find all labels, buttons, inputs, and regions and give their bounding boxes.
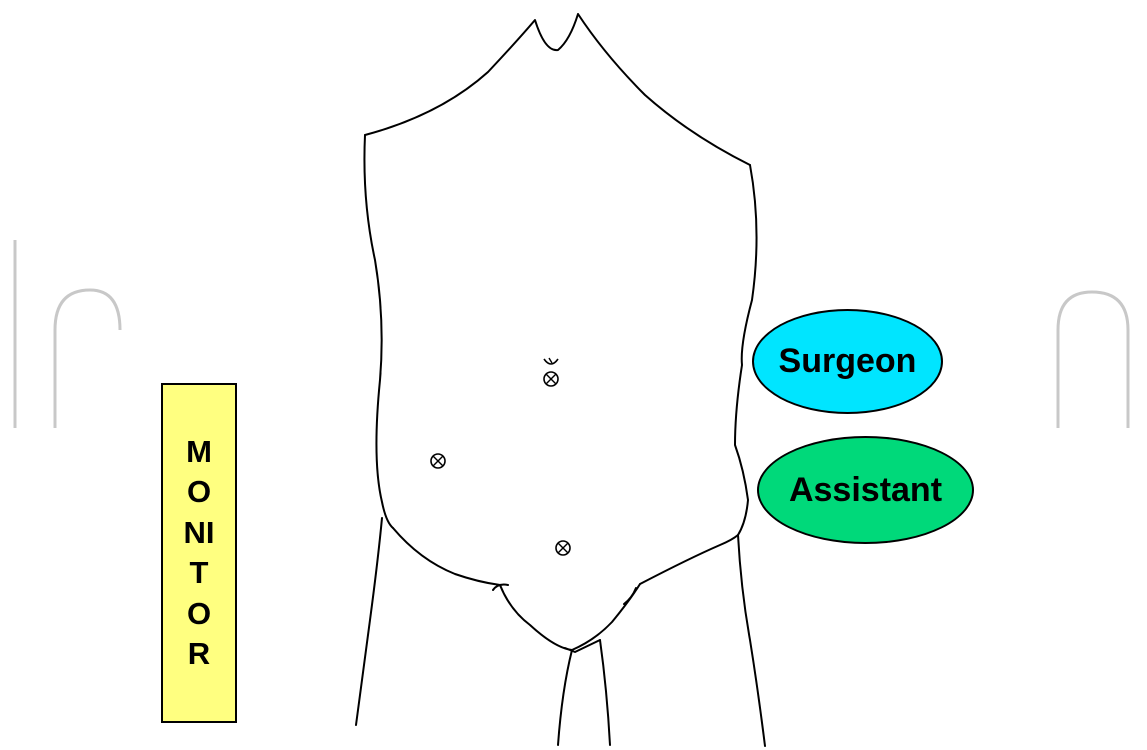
right-lower-port-icon [428,451,448,471]
assistant-position: Assistant [757,436,974,544]
surgeon-label: Surgeon [779,342,917,381]
suprapubic-port-icon [553,538,573,558]
surgeon-position: Surgeon [752,309,943,414]
assistant-label: Assistant [789,471,942,510]
monitor-box: MONITOR [161,383,237,723]
monitor-label: MONITOR [179,432,219,675]
umbilical-port-icon [541,355,561,389]
